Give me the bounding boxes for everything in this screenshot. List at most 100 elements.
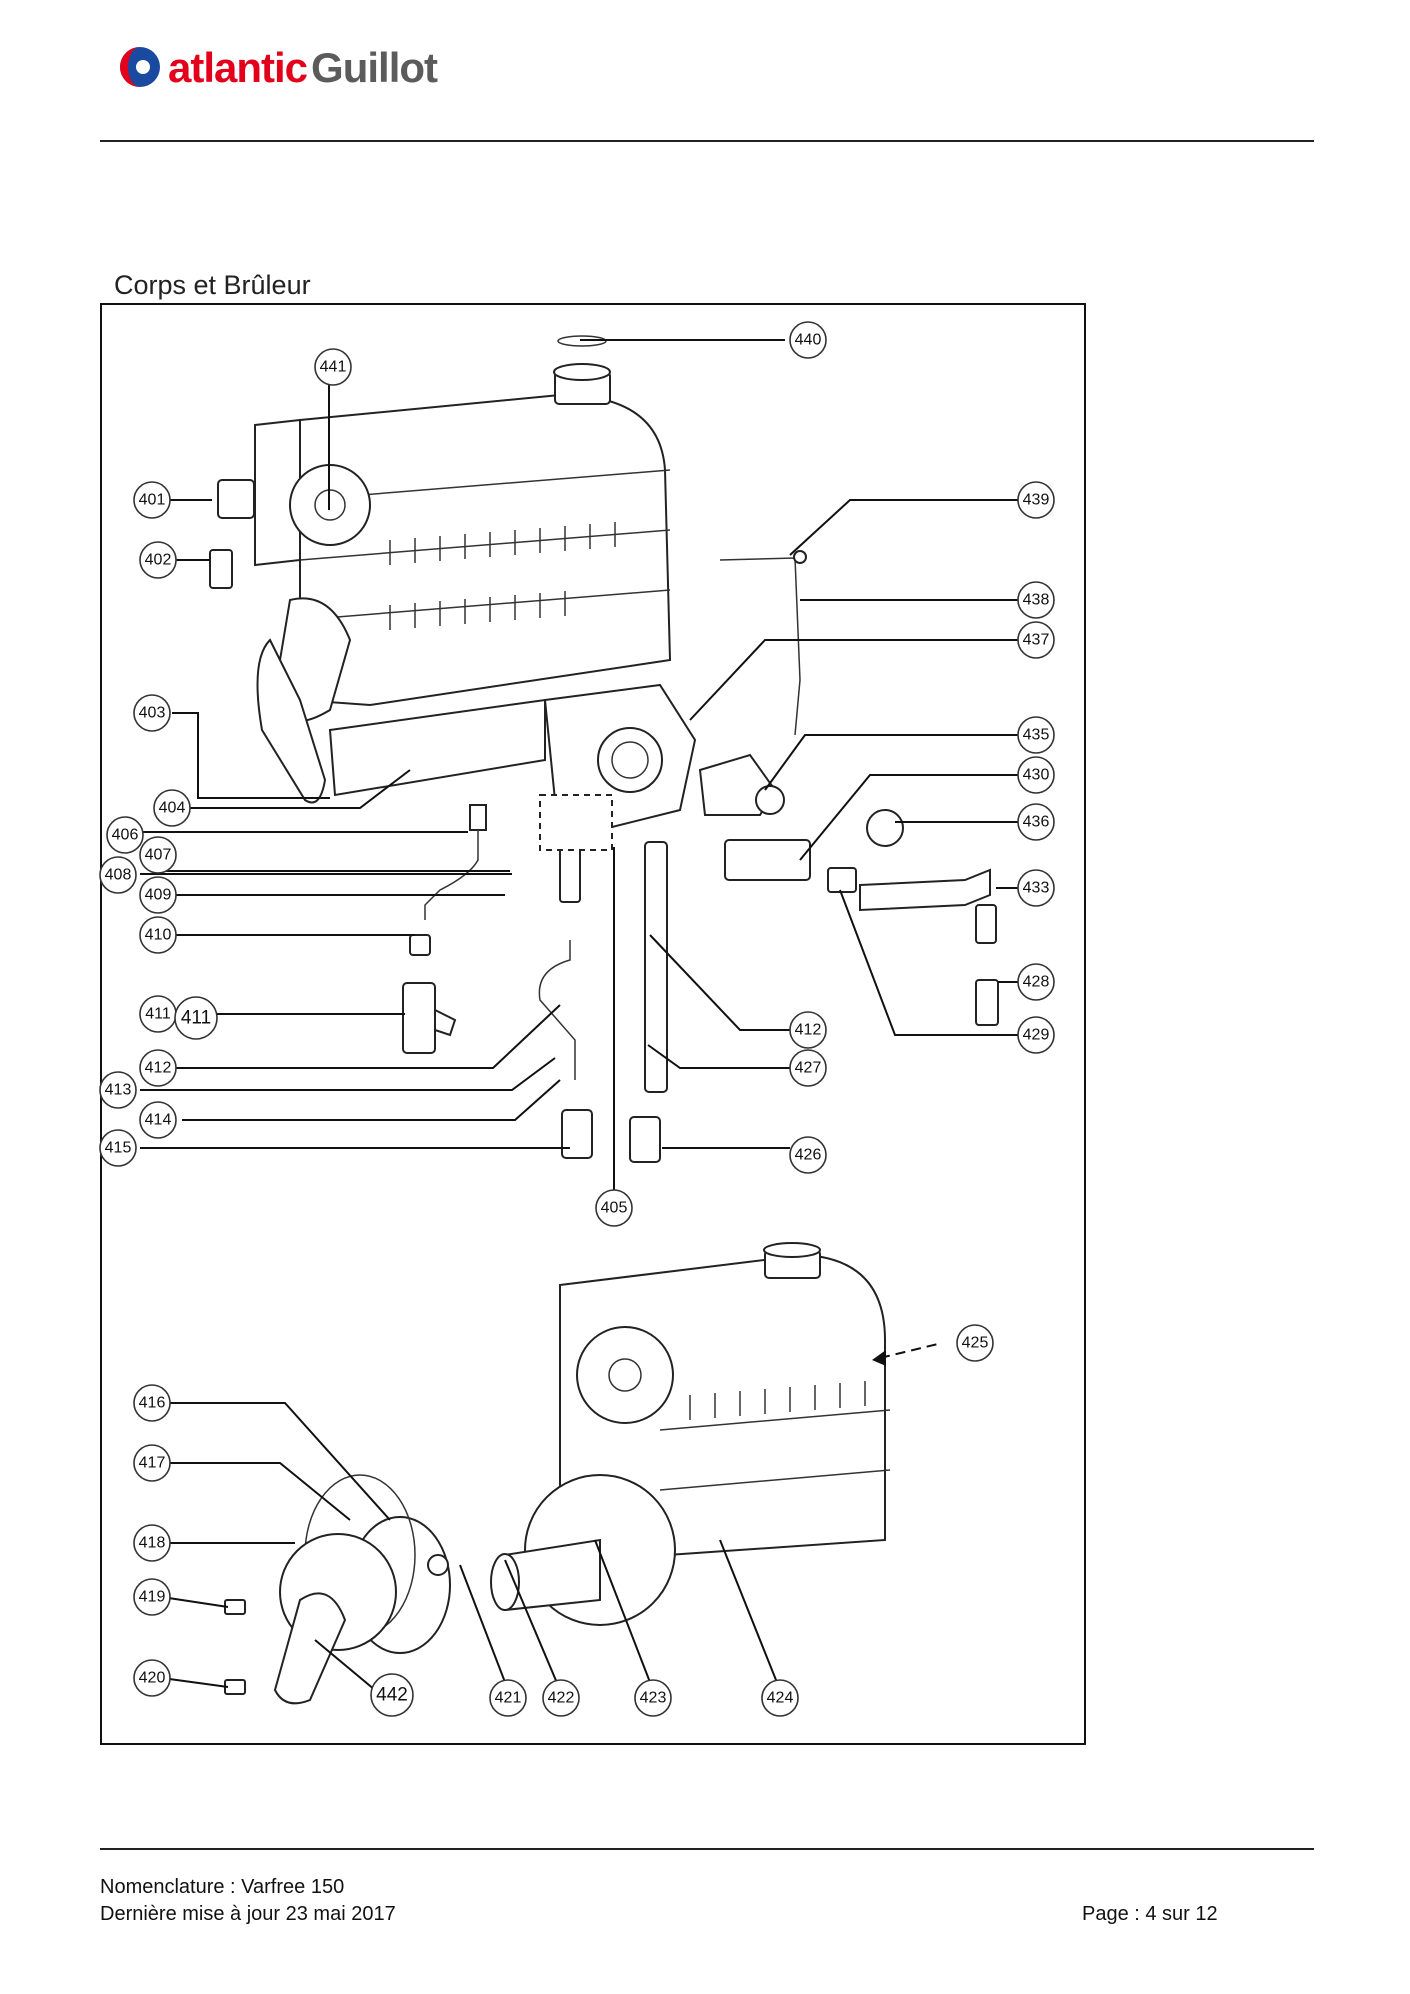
callout-420: 420 [133,1659,171,1697]
svg-text:442: 442 [376,1685,408,1706]
footer-update-date: Dernière mise à jour 23 mai 2017 [100,1903,396,1925]
svg-text:402: 402 [145,552,172,569]
svg-text:406: 406 [112,827,139,844]
callout-412-right: 412 [789,1011,827,1049]
svg-text:405: 405 [601,1200,628,1217]
svg-text:418: 418 [139,1535,166,1552]
callout-426: 426 [789,1136,827,1174]
callout-405: 405 [595,1189,633,1227]
svg-text:412: 412 [145,1060,172,1077]
svg-text:441: 441 [320,359,347,376]
callout-421: 421 [489,1679,527,1717]
svg-text:417: 417 [139,1455,166,1472]
callout-422: 422 [542,1679,580,1717]
callout-419: 419 [133,1578,171,1616]
svg-text:429: 429 [1023,1027,1050,1044]
svg-text:403: 403 [139,705,166,722]
logo-mark-icon [120,47,160,87]
callout-425: 425 [956,1324,994,1362]
callout-433: 433 [1017,869,1055,907]
callout-418: 418 [133,1524,171,1562]
callout-417: 417 [133,1444,171,1482]
svg-text:416: 416 [139,1395,166,1412]
footer-rule [100,1848,1314,1850]
svg-text:413: 413 [105,1082,132,1099]
callout-411-small: 411 [139,995,177,1033]
svg-text:415: 415 [105,1140,132,1157]
svg-text:437: 437 [1023,632,1050,649]
central-pipes [402,794,668,1163]
callout-423: 423 [634,1679,672,1717]
gas-valve-parts [698,550,999,1026]
svg-text:430: 430 [1023,767,1050,784]
svg-text:440: 440 [795,332,822,349]
svg-text:408: 408 [105,867,132,884]
callout-409: 409 [139,876,177,914]
callout-438: 438 [1017,581,1055,619]
brand-secondary: Guillot [311,44,438,91]
lower-body-assembly [224,1242,891,1705]
callout-406: 406 [106,816,144,854]
svg-text:404: 404 [159,800,186,817]
svg-text:412: 412 [795,1022,822,1039]
svg-text:425: 425 [962,1335,989,1352]
callout-414: 414 [139,1101,177,1139]
svg-text:426: 426 [795,1147,822,1164]
svg-text:421: 421 [495,1690,522,1707]
callout-416: 416 [133,1384,171,1422]
footer-nomenclature: Nomenclature : Varfree 150 [100,1876,345,1898]
callout-412-left: 412 [139,1049,177,1087]
svg-text:436: 436 [1023,814,1050,831]
svg-text:414: 414 [145,1112,172,1129]
callout-429: 429 [1017,1016,1055,1054]
brand-wordmark: atlanticGuillot [168,44,438,92]
left-components [209,479,255,589]
brand-logo: atlanticGuillot [118,42,498,96]
callout-440: 440 [789,321,827,359]
callout-442: 442 [370,1673,414,1717]
callout-430: 430 [1017,756,1055,794]
svg-text:411: 411 [181,1008,211,1029]
callout-407: 407 [139,836,177,874]
footer-page-number: Page : 4 sur 12 [1082,1903,1218,1925]
svg-text:420: 420 [139,1670,166,1687]
callout-402: 402 [139,541,177,579]
svg-text:433: 433 [1023,880,1050,897]
callout-408: 408 [99,856,137,894]
brand-primary: atlantic [168,44,308,91]
svg-text:419: 419 [139,1589,166,1606]
heat-exchanger-body [254,335,697,832]
header-rule [100,140,1314,142]
callout-436: 436 [1017,803,1055,841]
svg-text:439: 439 [1023,492,1050,509]
svg-text:407: 407 [145,847,172,864]
callout-427: 427 [789,1049,827,1087]
svg-text:410: 410 [145,927,172,944]
svg-text:423: 423 [640,1690,667,1707]
svg-text:401: 401 [139,492,166,509]
callout-401: 401 [133,481,171,519]
callout-404: 404 [153,789,191,827]
callout-439: 439 [1017,481,1055,519]
svg-text:427: 427 [795,1060,822,1077]
svg-text:411: 411 [145,1006,171,1023]
callout-411-large: 411 [174,996,218,1040]
callout-437: 437 [1017,621,1055,659]
svg-text:424: 424 [767,1690,794,1707]
svg-text:422: 422 [548,1690,575,1707]
svg-text:409: 409 [145,887,172,904]
diagram-frame [100,303,1086,1745]
leader-lines [140,339,1018,1691]
callout-415: 415 [99,1129,137,1167]
callout-435: 435 [1017,716,1055,754]
callout-413: 413 [99,1071,137,1109]
callout-441: 441 [314,348,352,386]
svg-text:428: 428 [1023,974,1050,991]
callout-428: 428 [1017,963,1055,1001]
callout-410: 410 [139,916,177,954]
callout-403: 403 [133,694,171,732]
section-title: Corps et Brûleur [114,270,311,300]
svg-text:438: 438 [1023,592,1050,609]
callout-424: 424 [761,1679,799,1717]
